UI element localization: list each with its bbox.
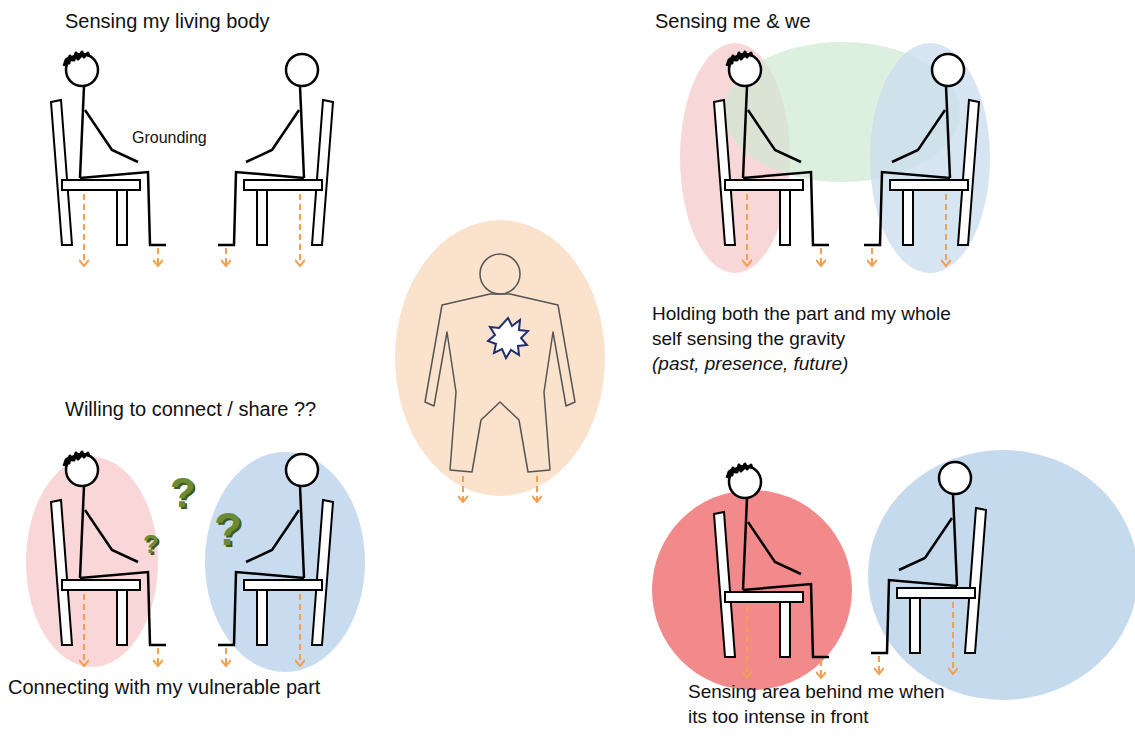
- seated-figure: [714, 54, 829, 266]
- seated-figure: [51, 54, 166, 266]
- me-we-panel: [680, 42, 990, 273]
- connect-panel: [26, 452, 365, 672]
- seated-figure: [218, 54, 333, 266]
- other-field: [868, 450, 1135, 700]
- seated-figure: [51, 454, 166, 666]
- question-mark: ?: [143, 528, 173, 562]
- seated-figure: [871, 462, 986, 674]
- panel-title: Sensing my living body: [65, 8, 365, 34]
- seated-figure: [218, 454, 333, 666]
- panel-title: Sensing me & we: [655, 8, 955, 34]
- hair-scribble: [64, 452, 89, 466]
- body-outline: [425, 294, 575, 472]
- hair-scribble: [64, 52, 89, 66]
- hair-scribble: [727, 52, 752, 66]
- vulnerable-part: [488, 318, 528, 358]
- panel-caption: Connecting with my vulnerable part: [8, 674, 428, 700]
- seated-figure: [864, 54, 979, 266]
- grounding-panel: [51, 52, 333, 266]
- body-head: [480, 254, 520, 294]
- panel-title: Willing to connect / share ??: [65, 396, 405, 422]
- gravity-arrow: [462, 476, 464, 502]
- hair-scribble: [727, 464, 752, 478]
- behind-panel: [652, 450, 1135, 700]
- whole-self-panel: [395, 220, 605, 502]
- panel-caption: Sensing area behind me when its too inte…: [688, 680, 963, 729]
- question-mark: ?: [214, 500, 254, 560]
- time-note: (past, presence, future): [652, 352, 952, 377]
- self-field: [395, 220, 605, 496]
- seated-figure: [714, 466, 829, 678]
- gravity-arrow: [536, 476, 538, 502]
- panel-caption: Holding both the part and my whole self …: [652, 302, 952, 351]
- other-field: [205, 452, 365, 672]
- me-field: [26, 457, 158, 667]
- question-mark: ?: [170, 466, 210, 521]
- annotation: Grounding: [132, 128, 252, 149]
